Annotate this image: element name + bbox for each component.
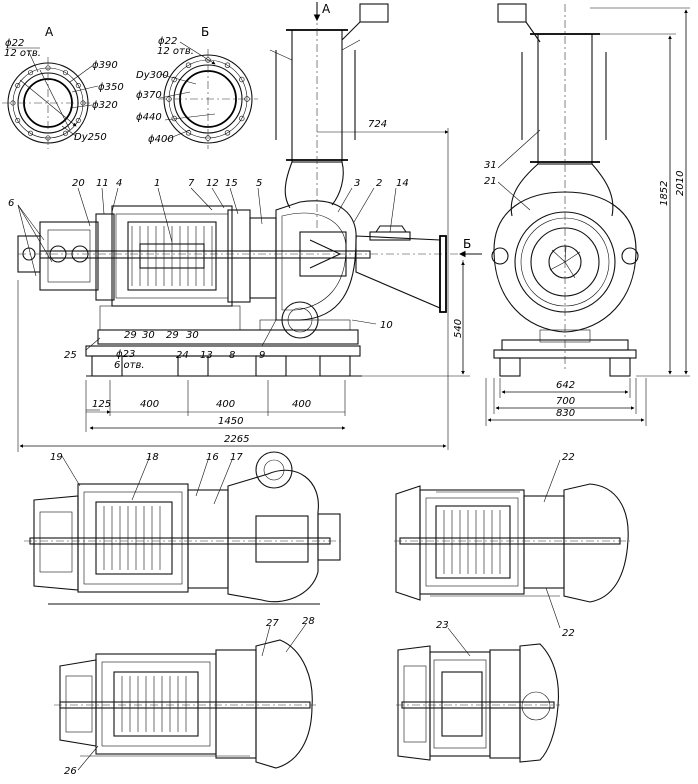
callout-26: 26 [64,766,77,777]
flange-a-holes-count: 12 отв. [4,48,41,59]
dim-2265: 2265 [224,434,249,445]
callout-24: 24 [176,350,189,361]
flange-b-d-1: ϕ370 [136,90,162,101]
dim-400-b: 400 [216,399,235,410]
callout-2: 2 [376,178,382,189]
detail-3-leaders [77,623,307,771]
callout-5: 5 [256,178,262,189]
dim-125: 125 [92,399,111,410]
callout-28: 28 [302,616,315,627]
callout-9: 9 [259,350,265,361]
view-b-letter: Б [201,25,209,39]
flange-b-holes-dia: ϕ22 [158,36,177,47]
detail-2-leaders [543,459,561,629]
flange-a-d-nominal: Dy250 [74,132,107,143]
base-holes-count: 6 отв. [114,360,145,371]
flange-view-a [2,47,99,149]
detail-1-leaders [61,455,233,505]
dim-724: 724 [368,119,387,130]
dim-1450: 1450 [218,416,243,427]
callout-12: 12 [206,178,219,189]
side-view-dimension-lines [17,128,470,452]
detail-view-2 [394,483,630,603]
dim-400-a: 400 [140,399,159,410]
callout-23: 23 [436,620,449,631]
callout-29-b: 29 [166,330,179,341]
callout-4: 4 [116,178,122,189]
end-view-leaders [497,129,541,211]
flange-b-holes-count: 12 отв. [157,46,194,57]
dim-700: 700 [556,396,575,407]
main-side-view [17,3,460,377]
flange-a-d-outer: ϕ390 [92,60,118,71]
callout-15: 15 [225,178,238,189]
callout-19: 19 [50,452,63,463]
detail-view-3 [54,639,316,769]
detail-view-4 [396,643,560,763]
callout-30-a: 30 [142,330,155,341]
flange-b-d-bolt: ϕ400 [148,134,174,145]
flange-a-holes-dia: ϕ22 [5,38,24,49]
callout-31: 31 [484,160,497,171]
dim-830: 830 [556,408,575,419]
callout-29-a: 29 [124,330,137,341]
end-view-dimension-lines [485,7,690,426]
end-view [491,3,639,377]
flange-view-b [158,41,258,149]
callout-30-b: 30 [186,330,199,341]
callout-22-a: 22 [562,452,575,463]
view-b-arrow-label: Б [463,237,471,251]
dim-400-c: 400 [292,399,311,410]
callout-3: 3 [354,178,360,189]
callout-16: 16 [206,452,219,463]
callout-25: 25 [64,350,77,361]
callout-1: 1 [154,178,160,189]
callout-7: 7 [188,178,195,189]
callout-22-b: 22 [562,628,575,639]
detail-4-leaders [447,627,471,657]
flange-a-d-inner: ϕ320 [92,100,118,111]
view-a-arrow-label: А [322,2,331,16]
view-a-letter: А [45,25,54,39]
callout-18: 18 [146,452,159,463]
callout-21: 21 [484,176,497,187]
callout-20: 20 [72,178,85,189]
callout-14: 14 [396,178,409,189]
dim-2010: 2010 [675,171,686,196]
callout-17: 17 [230,452,243,463]
side-view-leaders [17,187,397,351]
base-holes-dia: ϕ23 [116,349,135,360]
callout-6: 6 [8,198,14,209]
detail-view-1 [24,451,341,605]
dim-1852: 1852 [659,181,670,206]
callout-11: 11 [96,178,109,189]
flange-a-d-bolt: ϕ350 [98,82,124,93]
flange-b-d-nominal: Dy300 [136,70,169,81]
callout-10: 10 [380,320,393,331]
callout-8: 8 [229,350,235,361]
callout-27: 27 [266,618,279,629]
dim-540: 540 [453,319,464,338]
callout-13: 13 [200,350,213,361]
dim-642: 642 [556,380,575,391]
flange-b-d-outer: ϕ440 [136,112,162,123]
